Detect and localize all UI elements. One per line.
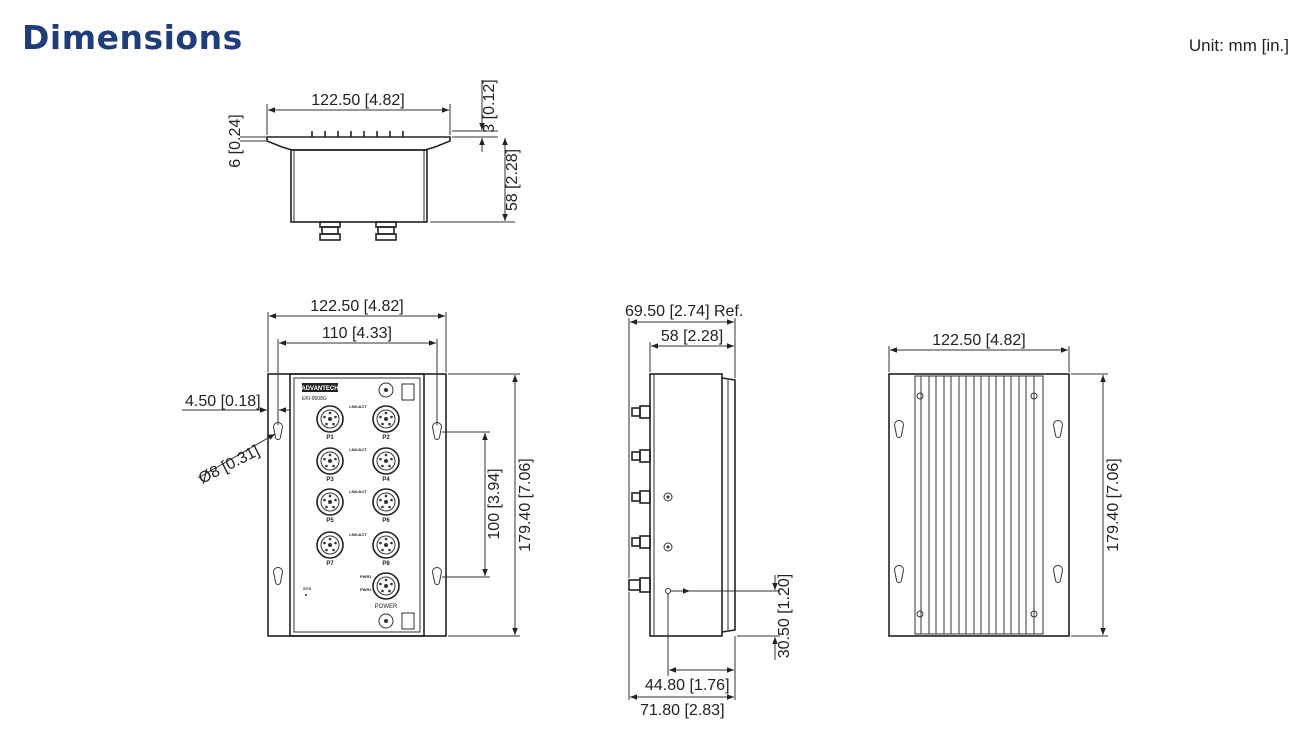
side-view: 69.50 [2.74] Ref. 58 [2.28] 30.50 [1.20]… [625,303,793,719]
model-label: EKI-9508G [302,396,327,402]
port-label: P1 [326,435,334,441]
unit-label: Unit: mm [in.] [1188,36,1289,55]
mount-hole-icon [894,420,904,438]
port-connector-icon [372,488,400,516]
mount-hole-icon [432,422,442,440]
top-width-label: 122.50 [4.82] [311,92,404,109]
port-label: P7 [326,561,334,567]
port-connector-icon [372,447,400,475]
power-label: POWER [375,604,398,610]
front-hole-offset-label: 4.50 [0.18] [185,393,261,410]
back-width-label: 122.50 [4.82] [932,332,1025,349]
mount-hole-icon [432,567,442,585]
back-height-label: 179.40 [7.06] [1105,458,1122,551]
port-label: P5 [326,518,334,524]
side-ground-offset-label: 44.80 [1.76] [645,677,730,694]
port-label: P3 [326,477,334,483]
front-view: ADVANTECH EKI-9508G P1 P2 P3 P4 P5 P6 P7… [182,298,534,637]
led-label: LNK/ACT [349,489,367,494]
mount-hole-icon [894,565,904,583]
front-hole-diameter-label: Ø8 [0.31] [196,443,262,488]
mount-hole-icon [1053,420,1063,438]
port-label: P8 [382,561,390,567]
front-height-label: 179.40 [7.06] [517,458,534,551]
mount-hole-icon [1053,565,1063,583]
side-body-depth-label: 58 [2.28] [661,328,723,345]
side-overall-depth-label: 69.50 [2.74] Ref. [625,303,743,320]
side-connector-height-label: 30.50 [1.20] [776,574,793,659]
port-label: P2 [382,435,390,441]
pwr2-label: PWR2 [360,587,372,592]
pwr1-label: PWR1 [360,574,372,579]
top-view: 122.50 [4.82] 6 [0.24] 3 [0.12] 58 [2.28… [227,79,521,241]
port-connector-icon [316,488,344,516]
mount-hole-icon [273,422,283,440]
port-label: P4 [382,477,390,483]
side-total-depth-label: 71.80 [2.83] [640,702,725,719]
front-hole-spacing-x-label: 110 [4.33] [322,325,392,342]
mount-hole-icon [273,567,283,585]
port-connector-icon [316,531,344,559]
power-connector-icon [372,572,400,600]
back-view: 122.50 [4.82] 179.40 [7.06] [888,332,1122,637]
brand-logo: ADVANTECH [301,386,338,392]
top-flange-thickness-label: 6 [0.24] [227,114,244,167]
port-label: P6 [382,518,390,524]
top-depth-label: 58 [2.28] [504,149,521,211]
sys-label: SYS [303,586,311,591]
port-connector-icon [316,405,344,433]
front-hole-spacing-y-label: 100 [3.94] [486,468,503,539]
led-label: LNK/ACT [349,447,367,452]
page-title: Dimensions [22,18,243,57]
led-label: LNK/ACT [349,404,367,409]
top-flange-height-label: 3 [0.12] [481,79,498,132]
front-width-label: 122.50 [4.82] [310,298,403,315]
port-connector-icon [372,405,400,433]
led-label: LNK/ACT [349,532,367,537]
port-connector-icon [316,447,344,475]
port-connector-icon [372,531,400,559]
